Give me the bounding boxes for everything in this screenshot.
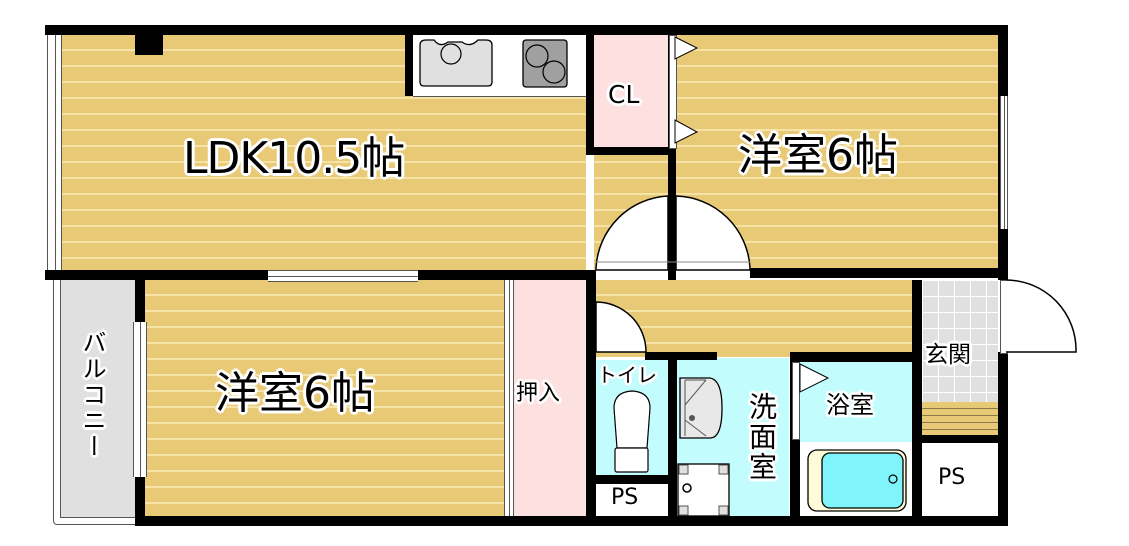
ldk-room2-sliding-door [268,270,418,282]
entrance-step [922,402,998,435]
entrance-door-icon [1005,279,1077,353]
bathtub-icon [807,449,907,512]
bathroom-label: 浴室 [826,391,874,419]
wall-closet-bottom [586,147,676,155]
kitchen-sink-icon [419,39,493,87]
bath-door-triangle [799,363,830,393]
ps-right-label: PS [938,465,966,490]
toilet-door-icon [595,301,647,353]
wall-toilet-ps [596,475,668,484]
bath-door-jamb [792,362,800,440]
hallway-floor [596,280,918,357]
room1-window-right [1000,96,1008,229]
wall-toilet-right [668,352,677,522]
balcony-label: バルコニー [78,330,106,460]
room1-door-icon [675,195,751,271]
wall-bath-top [790,352,920,362]
closet-door-triangle-1 [674,36,699,60]
oshiire-label: 押入 [516,381,561,406]
wall-top [45,25,1008,35]
wall-room1-left [668,35,676,280]
wall-bath-right [912,280,922,522]
stove-icon [522,39,568,88]
wall-toilet-top [645,352,717,360]
balcony-window [133,322,147,477]
ldk-window-left [47,35,62,270]
ps-left-floor [596,484,668,516]
washroom-label: 洗面室 [745,392,778,482]
toilet-bowl-icon [613,390,651,473]
balcony-floor [60,280,138,518]
wall-bottom [135,516,1008,526]
wall-closet-left [586,35,594,155]
wash-basin-icon [679,377,723,439]
entrance-tile-floor [922,280,998,402]
western-room-2-floor [145,280,505,516]
ps-right-floor [922,443,998,516]
wall-kitchen-left [405,35,413,96]
closet-door-jamb [669,35,677,149]
balcony-outline [53,280,137,525]
western-room-2-label: 洋室6帖 [215,368,375,419]
washing-machine-pan-icon [677,463,730,517]
closet-floor [594,35,668,147]
wall-middle-right [750,268,1008,278]
wall-middle-between [586,270,596,280]
ps-left-label: PS [611,485,639,510]
closet-label: CL [608,80,640,109]
toilet-label: トイレ [597,363,657,387]
pillar-ldk [135,35,163,55]
entrance-label: 玄関 [925,342,971,368]
wall-oshiire-right [586,280,596,526]
wall-ps-right-top [912,435,1008,443]
western-room-1-label: 洋室6帖 [738,130,898,181]
closet-door-triangle-2 [674,119,699,144]
oshiire-floor [512,280,586,516]
ldk-door-icon [595,195,669,271]
ldk-label: LDK10.5帖 [183,133,405,184]
oshiire-sliding-door [504,280,514,516]
